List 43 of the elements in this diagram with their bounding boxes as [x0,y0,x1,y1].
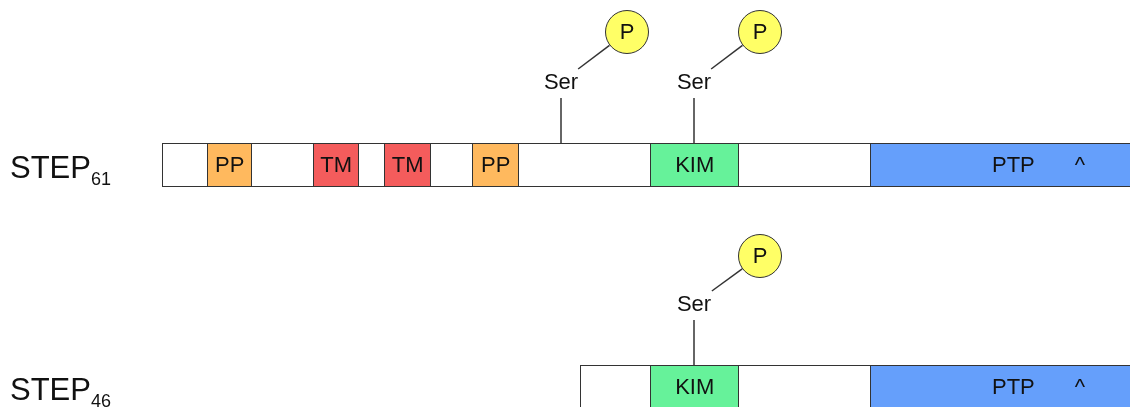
connector-line [560,97,562,144]
residue-label: Ser [672,69,716,95]
connector-line [711,268,743,292]
domain-box [870,143,1130,187]
connector-line [710,44,744,70]
domain-label: TM [391,152,424,178]
site-mark: ^ [1074,152,1086,178]
connector-line [577,44,611,70]
connector-line [693,97,695,144]
domain-box [738,143,872,187]
site-mark: ^ [1074,374,1086,400]
phosphate-label: P [752,19,768,45]
connector-line [693,319,695,366]
phosphate-circle [605,10,649,54]
phosphate-label: P [619,19,635,45]
domain-box [650,365,740,407]
domain-label: KIM [675,374,715,400]
domain-box [162,143,209,187]
domain-label: PP [481,152,511,178]
domain-box [430,143,474,187]
protein-name: STEP$_{61}$ [10,150,111,191]
domain-label: PTP [992,374,1035,400]
domain-box [870,365,1130,407]
domain-box [358,143,386,187]
residue-label: Ser [672,291,716,317]
phosphate-circle [738,234,782,278]
domain-box [580,365,652,407]
protein-name: STEP$_{46}$ [10,372,111,407]
phosphate-circle [738,10,782,54]
domain-label: PTP [992,152,1035,178]
domain-label: PP [215,152,245,178]
phosphate-label: P [752,243,768,269]
domain-box [384,143,432,187]
domain-box [650,143,740,187]
domain-box [738,365,872,407]
domain-box [518,143,652,187]
residue-label: Ser [539,69,583,95]
domain-box [251,143,315,187]
domain-box [472,143,520,187]
domain-label: TM [320,152,353,178]
domain-box [207,143,253,187]
domain-box [313,143,360,187]
domain-label: KIM [675,152,715,178]
